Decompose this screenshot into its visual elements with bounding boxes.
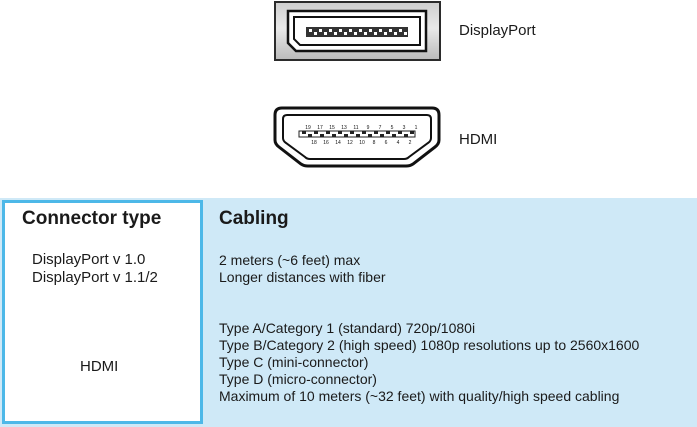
hdmi-contact xyxy=(302,131,306,134)
displayport-pin xyxy=(369,29,372,32)
displayport-pin xyxy=(329,29,332,32)
hdmi-pin-number: 12 xyxy=(347,140,353,146)
cabling-line: Type D (micro-connector) xyxy=(219,371,377,387)
displayport-pin xyxy=(399,29,402,32)
cabling-line: Longer distances with fiber xyxy=(219,269,386,285)
hdmi-pin-number: 7 xyxy=(379,125,382,131)
hdmi-pin-number: 1 xyxy=(415,125,418,131)
hdmi-pin-number: 10 xyxy=(359,140,365,146)
connector-line: HDMI xyxy=(80,358,119,375)
cabling-header: Cabling xyxy=(219,208,289,229)
hdmi-pin-number: 2 xyxy=(409,140,412,146)
cabling-line: 2 meters (~6 feet) max xyxy=(219,252,361,268)
hdmi-contact xyxy=(362,131,366,134)
cabling-line: Type B/Category 2 (high speed) 1080p res… xyxy=(219,337,640,353)
displayport-pin xyxy=(359,29,362,32)
hdmi-contact xyxy=(368,134,372,137)
hdmi-pin-number: 5 xyxy=(391,125,394,131)
hdmi-pin-number: 17 xyxy=(317,125,323,131)
displayport-pin xyxy=(379,29,382,32)
row-hdmi-connector: HDMI xyxy=(80,358,118,376)
hdmi-pin-number: 11 xyxy=(353,125,358,131)
displayport-pin xyxy=(349,29,352,32)
hdmi-contact xyxy=(398,131,402,134)
displayport-pin xyxy=(319,29,322,32)
displayport-pin xyxy=(394,32,397,35)
hdmi-contact xyxy=(350,131,354,134)
hdmi-contact xyxy=(404,134,408,137)
displayport-pin xyxy=(324,32,327,35)
hdmi-pin-number: 4 xyxy=(397,140,400,146)
displayport-pin xyxy=(354,32,357,35)
displayport-connector-icon xyxy=(274,1,441,61)
hdmi-contact xyxy=(326,131,330,134)
hdmi-connector-icon: 19 17 15 13 11 9 7 5 3 1 18 16 14 12 10 8 6 4 2 xyxy=(272,104,442,170)
hdmi-pin-number: 13 xyxy=(341,125,347,131)
displayport-pin xyxy=(309,29,312,32)
hdmi-contact xyxy=(314,131,318,134)
hdmi-contact xyxy=(320,134,324,137)
hdmi-pin-number: 16 xyxy=(323,140,329,146)
connector-line: DisplayPort v 1.1/2 xyxy=(32,269,158,286)
hdmi-pin-number: 3 xyxy=(403,125,406,131)
hdmi-contact xyxy=(380,134,384,137)
hdmi-pin-number: 8 xyxy=(373,140,376,146)
displayport-pin xyxy=(404,32,407,35)
displayport-pin xyxy=(334,32,337,35)
row-hdmi-cabling: Type A/Category 1 (standard) 720p/1080i … xyxy=(219,320,639,405)
hdmi-contact xyxy=(332,134,336,137)
connector-type-column xyxy=(2,200,203,424)
displayport-pin xyxy=(374,32,377,35)
cabling-line: Type C (mini-connector) xyxy=(219,354,369,370)
displayport-label: DisplayPort xyxy=(459,22,536,39)
hdmi-contact xyxy=(308,134,312,137)
displayport-pin xyxy=(389,29,392,32)
hdmi-contact xyxy=(410,131,414,134)
hdmi-pin-number: 15 xyxy=(329,125,335,131)
hdmi-label: HDMI xyxy=(459,131,498,148)
hdmi-contact xyxy=(344,134,348,137)
hdmi-pin-number: 19 xyxy=(305,125,311,131)
hdmi-contact xyxy=(392,134,396,137)
hdmi-contact xyxy=(386,131,390,134)
row-displayport-cabling: 2 meters (~6 feet) max Longer distances … xyxy=(219,252,386,286)
displayport-pin xyxy=(384,32,387,35)
hdmi-contact xyxy=(356,134,360,137)
displayport-pin xyxy=(339,29,342,32)
displayport-pin xyxy=(364,32,367,35)
connector-type-header: Connector type xyxy=(22,208,162,229)
displayport-pin xyxy=(314,32,317,35)
hdmi-pin-number: 14 xyxy=(335,140,341,146)
hdmi-pin-number: 18 xyxy=(311,140,317,146)
hdmi-contact xyxy=(374,131,378,134)
connector-line: DisplayPort v 1.0 xyxy=(32,251,146,268)
hdmi-contact xyxy=(338,131,342,134)
hdmi-pin-number: 9 xyxy=(367,125,370,131)
row-displayport-connector: DisplayPort v 1.0 DisplayPort v 1.1/2 xyxy=(32,251,158,287)
displayport-pin xyxy=(344,32,347,35)
cabling-line: Type A/Category 1 (standard) 720p/1080i xyxy=(219,320,476,336)
cabling-line: Maximum of 10 meters (~32 feet) with qua… xyxy=(219,388,620,404)
hdmi-pin-number: 6 xyxy=(385,140,388,146)
